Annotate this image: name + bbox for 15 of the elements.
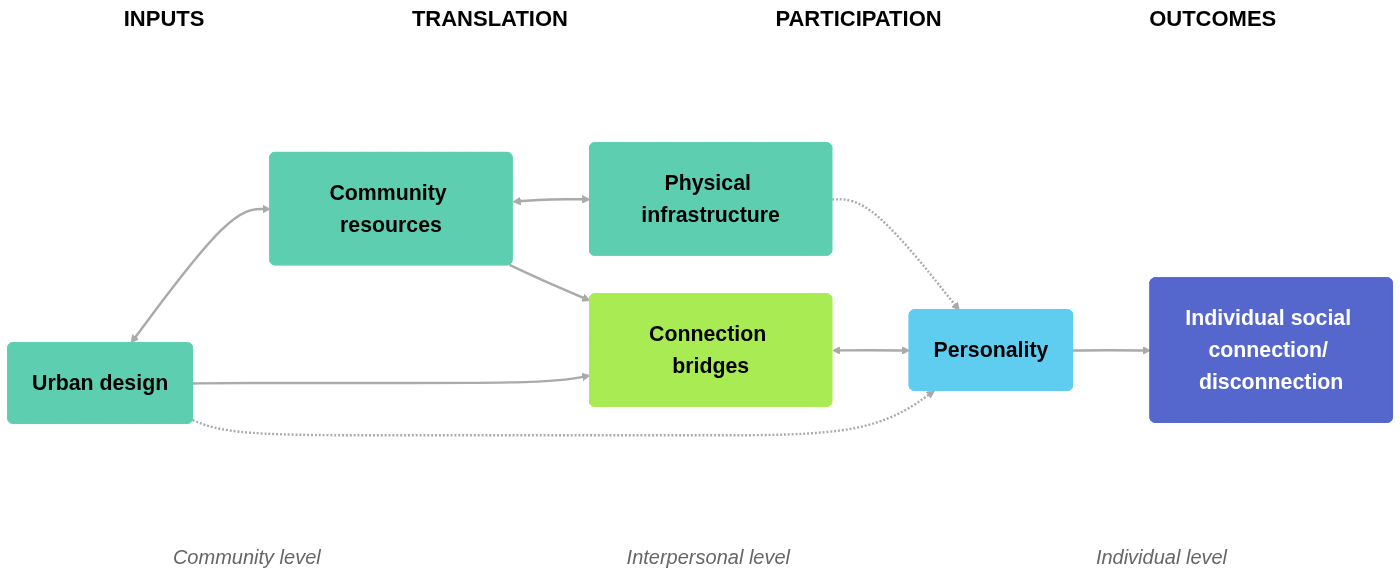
- level-caption: Community level: [172, 546, 321, 569]
- arrow: [130, 204, 271, 344]
- arrow: [832, 346, 911, 355]
- column-heading: TRANSLATION: [411, 6, 568, 32]
- arrow: [832, 198, 960, 311]
- column-heading: PARTICIPATION: [775, 6, 942, 32]
- level-caption: Individual level: [1095, 546, 1228, 569]
- arrow: [192, 372, 591, 385]
- arrow: [512, 195, 591, 206]
- column-heading: OUTCOMES: [1149, 6, 1277, 32]
- level-caption: Interpersonal level: [626, 546, 791, 569]
- column-heading: INPUTS: [123, 6, 205, 32]
- arrow: [509, 263, 591, 302]
- arrow: [1073, 346, 1151, 355]
- arrow: [192, 390, 935, 437]
